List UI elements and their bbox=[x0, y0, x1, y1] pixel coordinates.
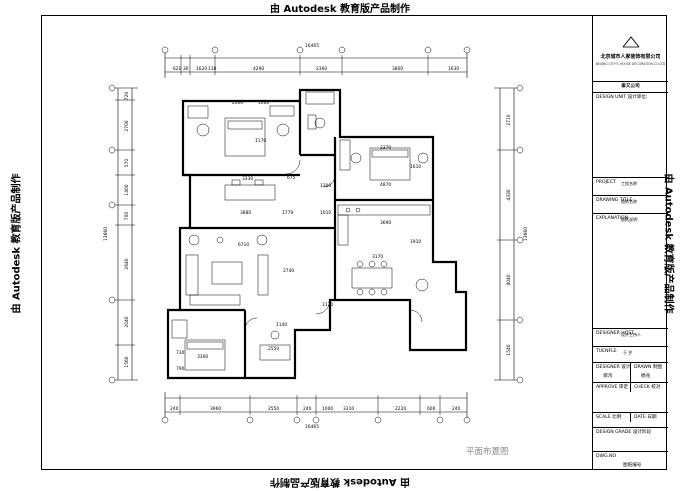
check-label: CHECK 校对 bbox=[630, 382, 668, 392]
svg-text:2710: 2710 bbox=[506, 114, 512, 125]
svg-text:620: 620 bbox=[173, 66, 182, 72]
svg-text:1610: 1610 bbox=[410, 164, 421, 170]
drawn-label: DRAWN 制图 bbox=[630, 362, 668, 372]
svg-text:1000: 1000 bbox=[322, 406, 333, 412]
svg-text:2640: 2640 bbox=[124, 258, 130, 269]
designer-host-value: 设计主持人 bbox=[621, 332, 641, 337]
svg-text:30: 30 bbox=[183, 66, 189, 72]
svg-text:570: 570 bbox=[124, 159, 130, 168]
svg-text:240: 240 bbox=[170, 406, 179, 412]
svg-text:3690: 3690 bbox=[380, 220, 391, 226]
title-block: 北京城市人家装饰有限公司 BEIJING CITY'S HOUSE DECORA… bbox=[592, 15, 668, 470]
svg-text:16465: 16465 bbox=[305, 424, 319, 430]
explanation-value: 图纸说明: bbox=[621, 217, 639, 222]
svg-text:6710: 6710 bbox=[238, 242, 249, 248]
svg-text:1400: 1400 bbox=[124, 184, 130, 195]
svg-text:3960: 3960 bbox=[210, 406, 221, 412]
svg-text:16465: 16465 bbox=[305, 43, 319, 49]
svg-text:1779: 1779 bbox=[282, 210, 293, 216]
designer-host-label: DESIGNER HOST bbox=[593, 328, 668, 338]
explanation-label: EXPLANATION bbox=[593, 213, 668, 223]
svg-text:700: 700 bbox=[124, 212, 130, 221]
svg-text:1140: 1140 bbox=[276, 322, 287, 328]
svg-text:3170: 3170 bbox=[372, 254, 383, 260]
svg-text:2550: 2550 bbox=[268, 346, 279, 352]
svg-text:1620: 1620 bbox=[196, 66, 207, 72]
svg-text:730: 730 bbox=[176, 350, 185, 356]
svg-text:13660: 13660 bbox=[523, 227, 529, 241]
svg-text:1010: 1010 bbox=[320, 210, 331, 216]
svg-text:1630: 1630 bbox=[448, 66, 459, 72]
svg-text:2550: 2550 bbox=[268, 406, 279, 412]
project-value: 工程名称 bbox=[621, 181, 637, 186]
svg-text:4040: 4040 bbox=[506, 274, 512, 285]
svg-text:3300: 3300 bbox=[197, 354, 208, 360]
drawing-sheet-border bbox=[41, 15, 667, 470]
svg-text:240: 240 bbox=[303, 406, 312, 412]
svg-text:4870: 4870 bbox=[380, 182, 391, 188]
svg-text:1560: 1560 bbox=[124, 356, 130, 367]
svg-text:3880: 3880 bbox=[240, 210, 251, 216]
svg-text:4290: 4290 bbox=[253, 66, 264, 72]
tuenfle-value: 于 岁 bbox=[623, 350, 633, 355]
svg-text:2740: 2740 bbox=[283, 268, 294, 274]
drawing-title-value: 图纸名称 bbox=[621, 199, 637, 204]
dwg-label: DWG.NO bbox=[593, 451, 668, 461]
project-label: PROJECT bbox=[593, 177, 668, 187]
svg-text:1300: 1300 bbox=[320, 183, 331, 189]
svg-text:600: 600 bbox=[427, 406, 436, 412]
svg-text:675: 675 bbox=[287, 175, 296, 181]
designer-value: 郑鸿 bbox=[603, 374, 613, 379]
svg-text:2220: 2220 bbox=[395, 406, 406, 412]
company-logo-icon bbox=[622, 36, 640, 48]
svg-text:13660: 13660 bbox=[103, 227, 109, 241]
svg-text:2000: 2000 bbox=[232, 100, 243, 106]
svg-text:720: 720 bbox=[124, 92, 130, 101]
svg-text:1120: 1120 bbox=[322, 302, 333, 308]
design-grade-label: DESIGN GRADE 设计阶段 bbox=[593, 427, 668, 437]
svg-text:2360: 2360 bbox=[316, 66, 327, 72]
company-name: 北京城市人家装饰有限公司 bbox=[600, 54, 661, 60]
svg-text:2040: 2040 bbox=[124, 316, 130, 327]
svg-text:3800: 3800 bbox=[392, 66, 403, 72]
client-name: 泰又公司 bbox=[593, 81, 668, 91]
svg-text:1540: 1540 bbox=[506, 344, 512, 355]
tuenfle-label: TUENFLE bbox=[593, 346, 668, 356]
designer-label: DESIGNER 设计师 bbox=[593, 362, 630, 372]
svg-text:3310: 3310 bbox=[343, 406, 354, 412]
svg-text:240: 240 bbox=[452, 406, 461, 412]
date-label: DATE 日期 bbox=[630, 412, 668, 422]
scale-label: SCALE 比例 bbox=[593, 412, 630, 422]
drawn-value: 杨兆 bbox=[630, 372, 668, 382]
plan-caption: 平面布置图 bbox=[466, 447, 509, 457]
svg-text:4330: 4330 bbox=[506, 189, 512, 200]
company-name-en: BEIJING CITY'S HOUSE DECORATION CO.LTD bbox=[595, 62, 666, 66]
svg-text:1170: 1170 bbox=[255, 138, 266, 144]
drawing-title-label: DRAWING TITLE bbox=[593, 195, 668, 205]
svg-text:2700: 2700 bbox=[124, 120, 130, 131]
svg-text:1910: 1910 bbox=[410, 239, 421, 245]
svg-text:3330: 3330 bbox=[242, 176, 253, 182]
svg-text:130: 130 bbox=[208, 66, 217, 72]
watermark-top: 由 Autodesk 教育版产品制作 bbox=[269, 4, 410, 15]
approve-label: APPROVE 审定 bbox=[593, 382, 630, 392]
svg-text:2370: 2370 bbox=[380, 145, 391, 151]
design-unit-label: DESIGN UNIT 设计单位: bbox=[593, 92, 668, 102]
svg-text:1400: 1400 bbox=[258, 100, 269, 106]
dwg-value: 图纸编号 bbox=[623, 463, 642, 468]
svg-text:790: 790 bbox=[176, 366, 185, 372]
